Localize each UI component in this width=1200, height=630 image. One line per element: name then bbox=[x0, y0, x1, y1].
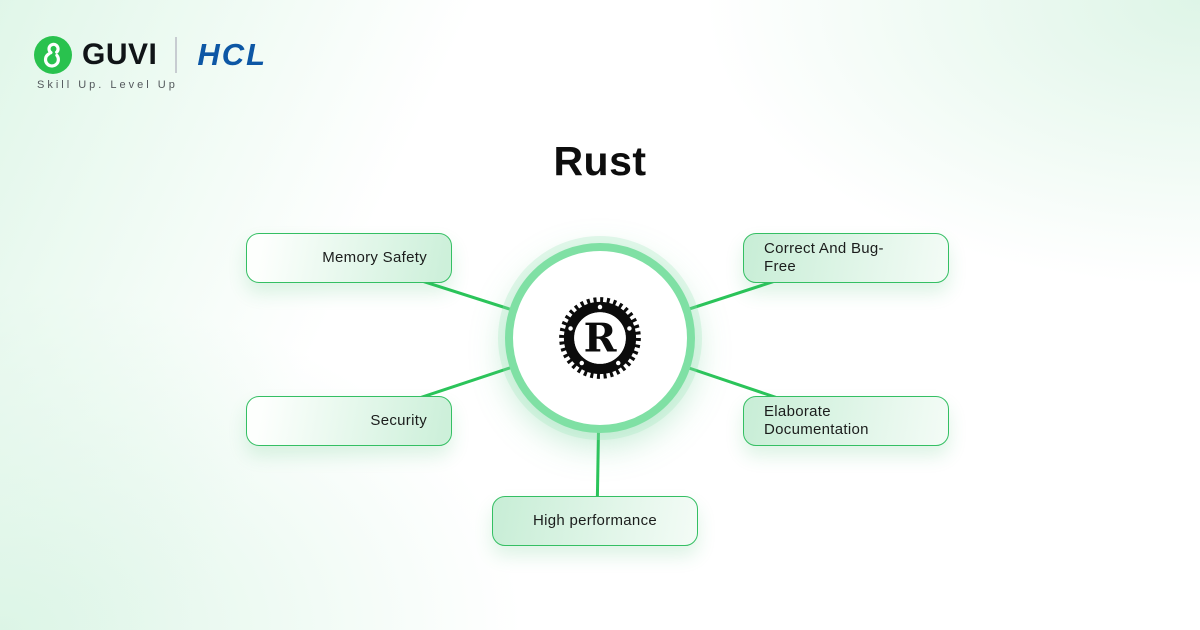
brand-header: GUVI HCL bbox=[34, 36, 267, 74]
node-label: Correct And Bug-Free bbox=[764, 240, 884, 275]
node-elaborate-documentation: Elaborate Documentation bbox=[743, 396, 949, 446]
node-high-performance: High performance bbox=[492, 496, 698, 546]
svg-text:R: R bbox=[584, 315, 618, 361]
guvi-g-icon bbox=[34, 36, 72, 74]
node-label: High performance bbox=[532, 512, 658, 530]
hcl-wordmark: HCL bbox=[197, 37, 268, 72]
node-label: Memory Safety bbox=[322, 249, 427, 267]
node-security: Security bbox=[246, 396, 452, 446]
rust-gear-logo-icon: R bbox=[559, 297, 641, 379]
node-memory-safety: Memory Safety bbox=[246, 233, 452, 283]
brand-divider bbox=[175, 37, 178, 73]
node-correct-and-bug-free: Correct And Bug-Free bbox=[743, 233, 949, 283]
node-label: Elaborate Documentation bbox=[764, 403, 869, 438]
brand-tagline: Skill Up. Level Up bbox=[37, 79, 178, 91]
node-label: Security bbox=[370, 412, 427, 430]
central-circle: R bbox=[505, 243, 695, 433]
guvi-wordmark: GUVI bbox=[82, 38, 158, 71]
page-title: Rust bbox=[553, 138, 647, 184]
